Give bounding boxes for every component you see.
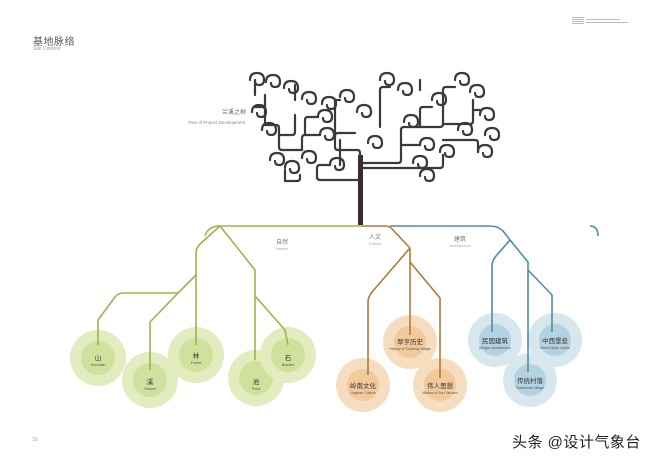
category-label: 建筑 — [453, 237, 466, 243]
category-label-en: Culture — [368, 241, 382, 246]
architecture-branch-bar — [390, 225, 511, 241]
nature-branches — [97, 225, 289, 370]
architecture-branches — [491, 225, 599, 372]
category-label: 人文 — [368, 235, 381, 241]
tree-canopy — [253, 78, 482, 183]
category-nature: 自然 Nature — [264, 237, 300, 251]
tree-label-en: Tree of Project Development — [188, 120, 246, 125]
tree-trunk — [358, 155, 363, 225]
category-label-en: Nature — [275, 246, 288, 251]
watermark: 头条 @设计气象台 — [512, 434, 641, 451]
culture-branches — [367, 247, 441, 378]
culture-branch-bar — [362, 225, 411, 249]
nature-branch-bar — [204, 225, 362, 237]
tree-label: 兰溪之树 — [222, 110, 247, 116]
architecture-circles — [468, 313, 582, 407]
culture-circles — [336, 315, 467, 412]
logo-text-line — [586, 19, 620, 20]
category-label: 自然 — [275, 240, 288, 246]
category-label-en: Architecture — [449, 243, 471, 248]
nature-circles — [70, 327, 316, 408]
category-architecture: 建筑 Architecture — [436, 234, 484, 248]
page-number: 16 — [32, 437, 38, 443]
logo-text-line — [586, 22, 628, 23]
page-title: 基地脉络 — [33, 37, 75, 48]
category-culture: 人文 Culture — [357, 232, 393, 246]
logo-icon — [572, 17, 584, 25]
page-subtitle: Site Context — [33, 46, 61, 52]
canopy-swirls — [248, 71, 501, 183]
